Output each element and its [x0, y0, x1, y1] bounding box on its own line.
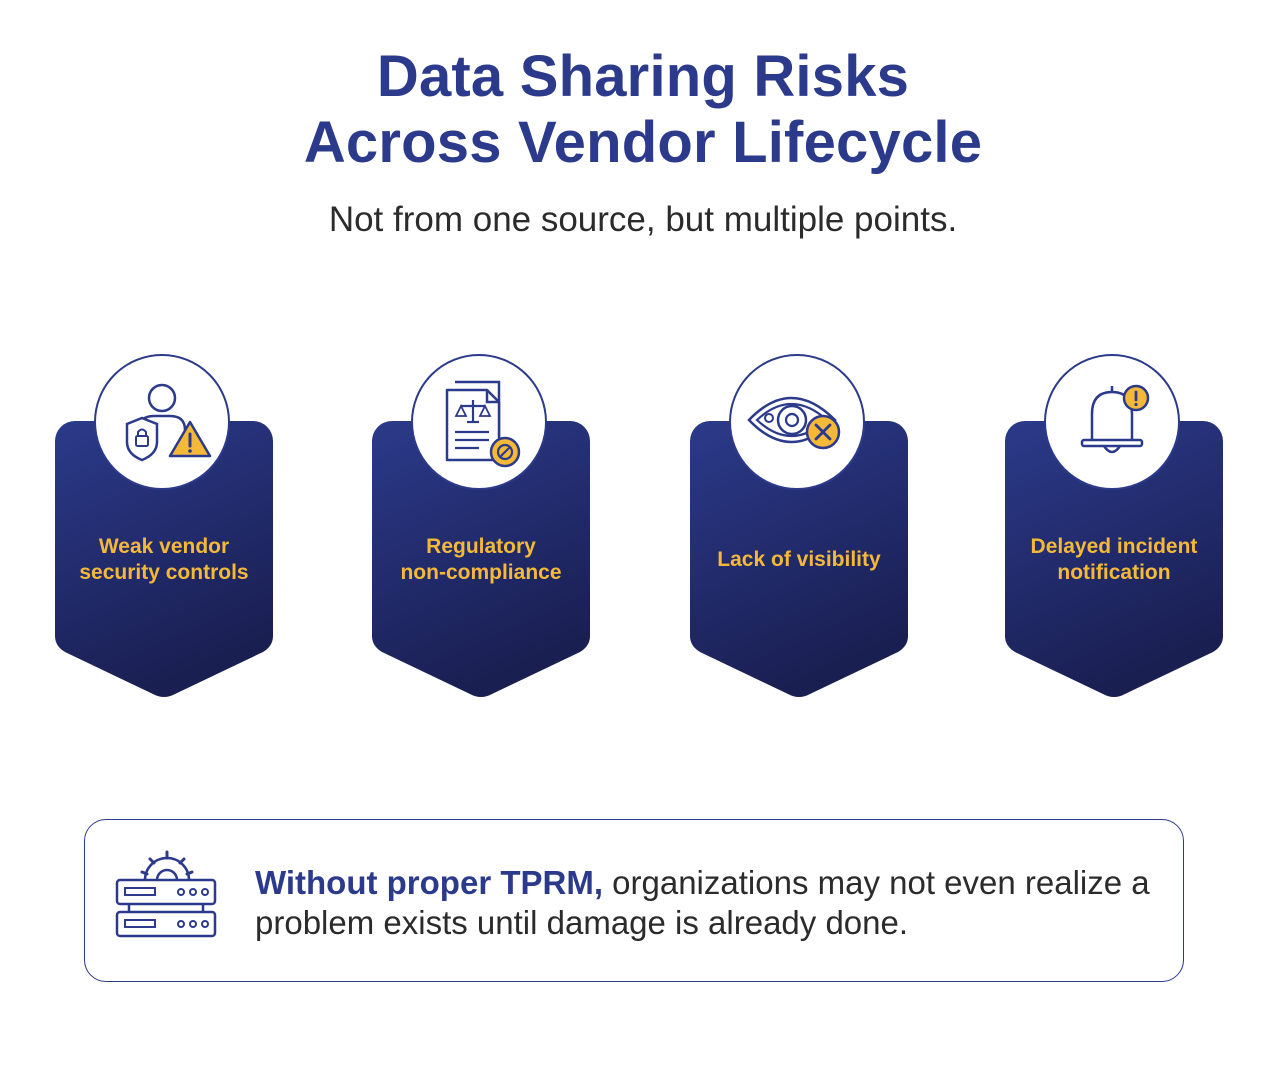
card-label-line-1: Regulatory	[426, 535, 536, 558]
card-label: Weak vendor security controls	[55, 532, 273, 588]
card-label: Delayed incident notification	[1005, 532, 1223, 588]
card-shape	[55, 421, 273, 697]
bell-alert-icon	[1080, 384, 1150, 454]
page-subtitle: Not from one source, but multiple points…	[328, 200, 958, 239]
card-shape	[690, 421, 908, 697]
card-label-line-1: Delayed incident	[1030, 535, 1198, 558]
eye-crossed-icon	[747, 396, 841, 450]
card-label-line-2: security controls	[79, 561, 249, 584]
tprm-note-text: Without proper TPRM, organizations may n…	[255, 863, 1155, 943]
risk-card-delayed-incident-notification: Delayed incident notification	[1005, 354, 1223, 699]
tprm-note-body: organizations may not even realize a pro…	[255, 864, 1150, 941]
legal-document-blocked-icon	[445, 380, 521, 468]
card-label-line-2: non-compliance	[400, 561, 562, 584]
card-label-line-1: Lack of visibility	[717, 548, 881, 571]
user-shield-warning-icon	[125, 383, 212, 462]
card-icon-circle	[729, 354, 865, 490]
risk-card-lack-of-visibility: Lack of visibility	[690, 354, 908, 699]
card-icon-circle	[411, 354, 547, 490]
risk-card-regulatory-non-compliance: Regulatory non-compliance	[372, 354, 590, 699]
card-shape	[1005, 421, 1223, 697]
card-label: Lack of visibility	[690, 532, 908, 588]
page-title: Data Sharing Risks Across Vendor Lifecyc…	[0, 44, 1286, 176]
risk-card-weak-vendor-security: Weak vendor security controls	[55, 354, 273, 699]
tprm-note-box: Without proper TPRM, organizations may n…	[84, 819, 1184, 982]
card-label-line-1: Weak vendor	[98, 535, 230, 558]
server-gear-icon	[115, 850, 217, 938]
tprm-note-emphasis: Without proper TPRM,	[255, 864, 603, 901]
title-line-1: Data Sharing Risks	[376, 44, 910, 109]
card-icon-circle	[94, 354, 230, 490]
card-shape	[372, 421, 590, 697]
title-line-2: Across Vendor Lifecycle	[303, 110, 983, 175]
card-icon-circle	[1044, 354, 1180, 490]
card-label-line-2: notification	[1057, 561, 1171, 584]
card-label: Regulatory non-compliance	[372, 532, 590, 588]
